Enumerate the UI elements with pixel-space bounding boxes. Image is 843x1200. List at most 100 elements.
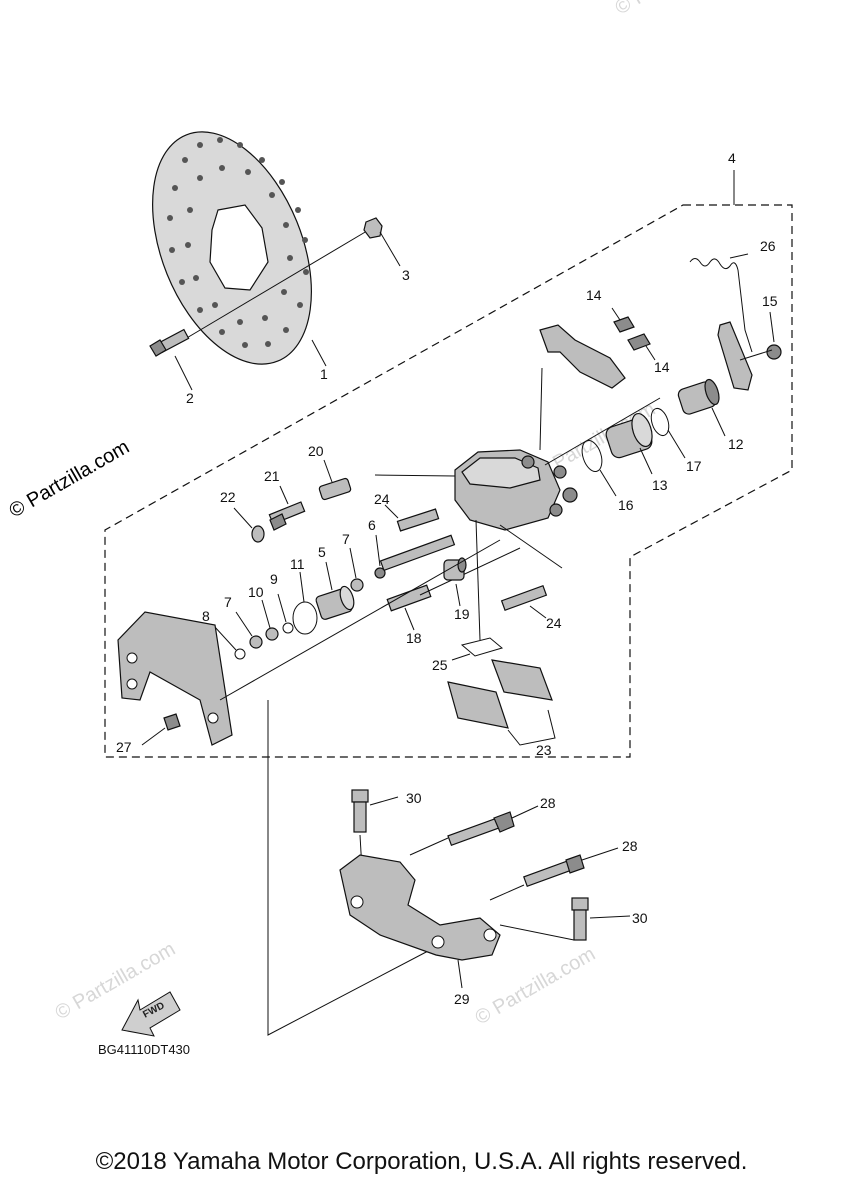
leader-3 [379, 231, 401, 267]
watermark-faint: © Partzilla.com [612, 0, 740, 19]
ring-10 [265, 627, 279, 641]
ring-9 [282, 622, 294, 634]
callout: 4 [728, 150, 736, 166]
mount-connection-line [267, 700, 431, 1036]
caliper-axis [544, 397, 661, 466]
seal-7a [350, 578, 364, 592]
callout: 11 [290, 556, 305, 572]
callout: 19 [454, 606, 470, 622]
bolt-axis-line [179, 227, 373, 343]
caliper-bracket [539, 316, 651, 389]
leader-14a [611, 307, 621, 321]
callout: 30 [406, 790, 422, 806]
leader-22 [233, 507, 253, 529]
leader-6 [375, 534, 381, 567]
callout: 20 [308, 443, 324, 459]
callout: 22 [220, 489, 236, 505]
callout: 8 [202, 608, 210, 624]
leader-21 [279, 485, 289, 505]
leader-14b [645, 345, 656, 361]
assembly-boundary [104, 204, 793, 758]
callout: 26 [760, 238, 776, 254]
leader-2 [174, 355, 193, 391]
seal-7b [249, 635, 263, 649]
leader-24b [529, 605, 547, 619]
callout: 14 [586, 287, 602, 303]
leader-28b [581, 847, 619, 861]
mounting-bracket [339, 854, 501, 961]
brake-disc [152, 131, 312, 365]
pad-axis [475, 519, 481, 641]
callout: 1 [320, 366, 328, 382]
callout: 17 [686, 458, 702, 474]
piston [315, 585, 355, 620]
callout: 6 [368, 517, 376, 533]
callout: 24 [374, 491, 390, 507]
leader-7b [235, 611, 253, 637]
pin-line-20 [374, 474, 456, 477]
bolt-axis-30b [499, 924, 575, 941]
caliper-holder [117, 611, 233, 746]
return-spring [689, 258, 753, 353]
leader-19 [455, 583, 461, 607]
parking-lever [717, 321, 782, 391]
bolt-axis-28a [409, 837, 449, 856]
callout: 5 [318, 544, 326, 560]
leader-27 [141, 727, 166, 746]
diagram-code: BG41110DT430 [98, 1042, 190, 1057]
copyright-notice: ©2018 Yamaha Motor Corporation, U.S.A. A… [95, 1148, 748, 1175]
callout: 25 [432, 657, 448, 673]
callout: 3 [402, 267, 410, 283]
disc-bolt [149, 328, 190, 357]
slide-pin [318, 477, 352, 501]
pin-axis-18 [419, 547, 521, 596]
bolt-24-upper [396, 508, 440, 532]
callout: 2 [186, 390, 194, 406]
callout: 9 [270, 571, 278, 587]
leader-12 [711, 407, 726, 437]
disc-nut [363, 217, 383, 239]
lever-shaft [677, 378, 720, 415]
leader-20 [323, 459, 333, 483]
callout: 10 [248, 584, 264, 600]
leader-10 [261, 599, 271, 629]
bolt-axis-28b [489, 884, 525, 901]
watermark-faint: © Partzilla.com [472, 943, 600, 1029]
callout: 13 [652, 477, 668, 493]
callout: 21 [264, 468, 280, 484]
leader-25 [451, 653, 471, 661]
bolt-30-upper [351, 789, 369, 833]
pin-18 [386, 584, 432, 612]
leader-8 [213, 625, 237, 651]
callout: 18 [406, 630, 422, 646]
leader-9 [277, 593, 287, 623]
leader-30a [369, 796, 399, 806]
bracket-link-line [539, 367, 543, 451]
leader-13 [639, 447, 653, 475]
ring-8 [234, 648, 246, 660]
guide-pin-6 [374, 534, 456, 579]
bolt-24-lower [500, 585, 548, 611]
holder-axis [219, 539, 501, 701]
callout-labels: 1 2 3 4 14 14 26 15 12 17 13 16 20 21 22… [116, 150, 778, 1007]
bolt-21 [268, 501, 306, 531]
leader-11 [299, 571, 305, 603]
nut-27 [163, 713, 181, 731]
leader-28a [511, 805, 539, 819]
boot-19 [443, 557, 467, 581]
leader-7a [349, 547, 357, 579]
pad-spring-25 [460, 637, 504, 657]
leader-30b [589, 915, 631, 919]
leader-24a [384, 504, 399, 519]
bolt-28-upper [447, 811, 515, 847]
bolt-30-lower [571, 897, 589, 941]
callout: 23 [536, 742, 552, 758]
leader-18 [404, 607, 415, 631]
callout: 30 [632, 910, 648, 926]
callout: 14 [654, 359, 670, 375]
callout: 24 [546, 615, 562, 631]
leader-16 [599, 469, 617, 497]
leader-26 [729, 253, 749, 259]
callout: 7 [224, 594, 232, 610]
callout: 28 [622, 838, 638, 854]
